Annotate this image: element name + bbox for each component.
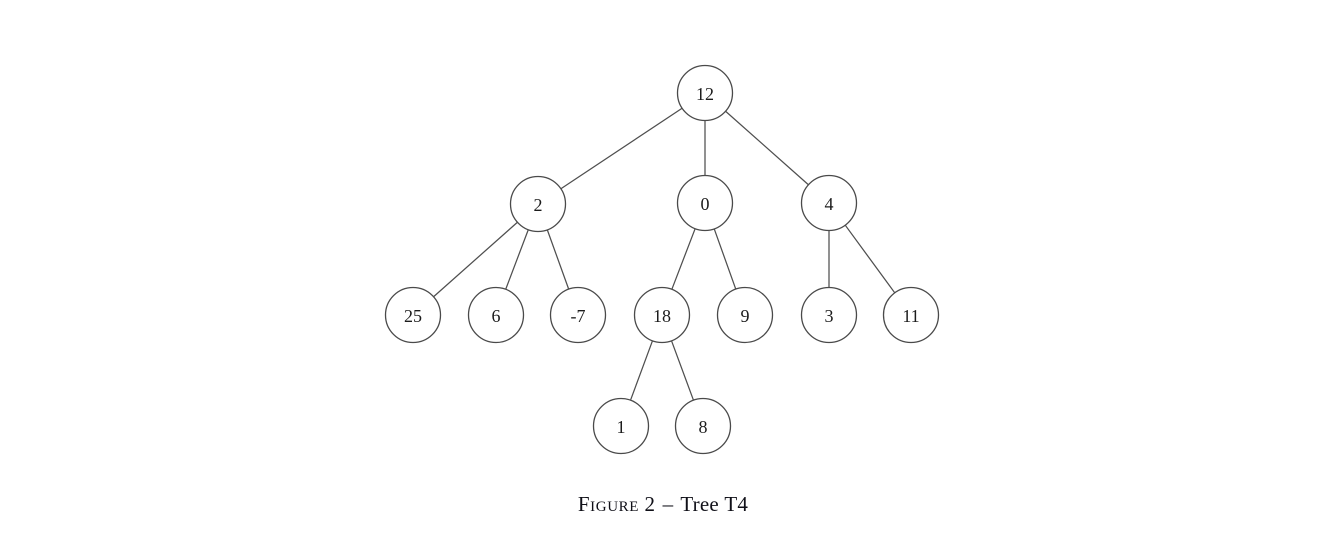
tree-node-label: 18	[653, 306, 671, 326]
tree-edges-group	[432, 107, 896, 401]
tree-node: 3	[800, 286, 858, 344]
tree-node-label: 2	[534, 195, 543, 215]
tree-node-label: 25	[404, 306, 422, 326]
tree-node: 8	[674, 397, 732, 455]
tree-node: 1	[592, 397, 650, 455]
tree-edge	[671, 228, 696, 290]
tree-node-label: 11	[902, 306, 919, 326]
tree-node-circle	[674, 397, 732, 455]
caption-tree-id: T4	[724, 492, 749, 516]
tree-node-circle	[800, 174, 858, 232]
caption-subject: Tree	[680, 492, 719, 516]
tree-edge	[505, 229, 529, 290]
tree-node-label: 0	[701, 194, 710, 214]
tree-node-label: 3	[825, 306, 834, 326]
tree-node-circle	[676, 174, 734, 232]
tree-node-label: 9	[741, 306, 750, 326]
tree-edge	[713, 228, 737, 290]
tree-node-label: 8	[699, 417, 708, 437]
tree-node-circle	[676, 64, 734, 122]
tree-node: 2	[509, 175, 567, 233]
tree-node-label: 1	[617, 417, 626, 437]
tree-node: 0	[676, 174, 734, 232]
caption-separator: –	[662, 492, 674, 516]
caption-number: 2	[644, 492, 656, 516]
tree-edge	[844, 224, 896, 294]
tree-edge	[724, 110, 810, 186]
tree-node-circle	[716, 286, 774, 344]
tree-node-label: -7	[571, 306, 586, 326]
tree-node-circle	[467, 286, 525, 344]
tree-node: 12	[676, 64, 734, 122]
tree-node: 6	[467, 286, 525, 344]
tree-node: 18	[633, 286, 691, 344]
tree-node-circle	[882, 286, 940, 344]
tree-node-circle	[549, 286, 607, 344]
tree-node: 11	[882, 286, 940, 344]
tree-node-circle	[509, 175, 567, 233]
tree-edge	[670, 340, 695, 401]
tree-node-circle	[633, 286, 691, 344]
tree-node: 9	[716, 286, 774, 344]
tree-node: -7	[549, 286, 607, 344]
caption-prefix: Figure	[577, 492, 639, 516]
tree-node-label: 6	[492, 306, 501, 326]
tree-edge	[629, 340, 654, 401]
tree-node-circle	[592, 397, 650, 455]
figure-caption: Figure 2 – Tree T4	[0, 492, 1326, 517]
tree-node-circle	[384, 286, 442, 344]
tree-node: 4	[800, 174, 858, 232]
tree-node-label: 4	[825, 194, 834, 214]
tree-edge	[560, 107, 683, 190]
tree-edge	[432, 221, 519, 298]
tree-node-circle	[800, 286, 858, 344]
tree-node: 25	[384, 286, 442, 344]
tree-edge	[546, 229, 570, 290]
tree-node-label: 12	[696, 84, 714, 104]
